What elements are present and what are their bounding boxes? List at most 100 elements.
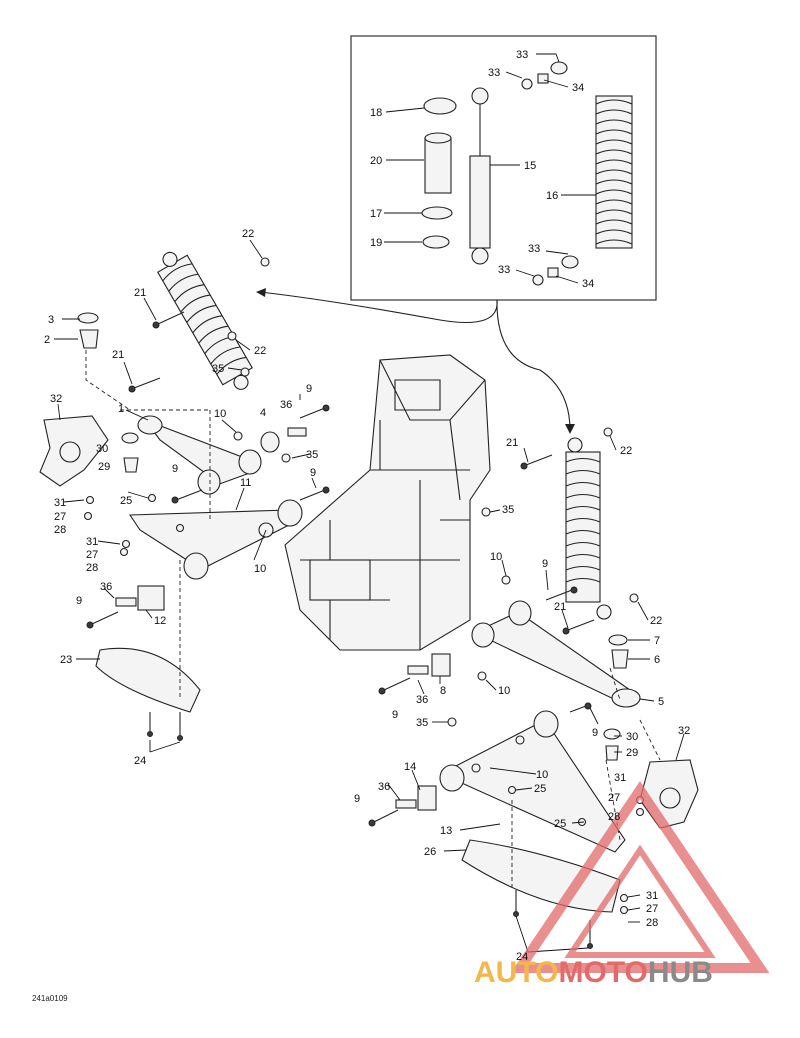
label-26: 26 bbox=[424, 846, 436, 858]
label-12: 12 bbox=[154, 615, 166, 627]
label-14: 14 bbox=[404, 761, 416, 773]
label-31: 31 bbox=[86, 536, 98, 548]
label-11: 11 bbox=[240, 477, 251, 489]
watermark-logo-triangle bbox=[510, 781, 770, 973]
label-21: 21 bbox=[554, 601, 566, 613]
right-upper-a-arm bbox=[407, 600, 641, 708]
label-10: 10 bbox=[254, 563, 266, 575]
sleeve bbox=[424, 137, 452, 194]
label-28: 28 bbox=[86, 562, 98, 574]
vehicle-frame bbox=[284, 354, 491, 651]
label-27: 27 bbox=[608, 792, 620, 804]
label-32: 32 bbox=[678, 725, 690, 737]
label-22: 22 bbox=[650, 615, 662, 627]
label-21: 21 bbox=[506, 437, 518, 449]
label-33: 33 bbox=[488, 67, 500, 79]
left-lower-a-arm bbox=[115, 499, 303, 611]
pointer-arrow-left bbox=[259, 291, 498, 324]
label-22: 22 bbox=[242, 228, 254, 240]
pointer-arrow-right bbox=[496, 299, 571, 431]
nuts bbox=[83, 257, 645, 915]
label-23: 23 bbox=[60, 654, 72, 666]
stopper bbox=[422, 235, 450, 249]
guide-lines bbox=[85, 350, 661, 890]
spring-seat bbox=[423, 97, 457, 115]
label-9: 9 bbox=[306, 383, 312, 395]
label-27: 27 bbox=[86, 549, 98, 561]
label-27: 27 bbox=[646, 903, 658, 915]
label-33: 33 bbox=[516, 49, 528, 61]
label-25: 25 bbox=[534, 783, 546, 795]
label-35: 35 bbox=[502, 504, 514, 516]
label-31: 31 bbox=[646, 890, 658, 902]
label-16: 16 bbox=[546, 190, 558, 202]
watermark-part-hub: HUB bbox=[647, 956, 713, 989]
part-labels: 33 33 34 18 20 15 16 17 19 33 33 34 22 2… bbox=[44, 49, 690, 963]
label-35: 35 bbox=[416, 717, 428, 729]
label-21: 21 bbox=[134, 287, 146, 299]
label-35: 35 bbox=[306, 449, 318, 461]
label-27: 27 bbox=[54, 511, 66, 523]
label-32: 32 bbox=[50, 393, 62, 405]
label-36: 36 bbox=[100, 581, 112, 593]
label-3: 3 bbox=[48, 314, 54, 326]
label-10: 10 bbox=[498, 685, 510, 697]
left-skid-plate bbox=[95, 647, 201, 713]
label-9: 9 bbox=[76, 595, 82, 607]
watermark-part-auto: AUTO bbox=[474, 956, 559, 989]
label-34: 34 bbox=[582, 278, 594, 290]
shock-absorber-inset bbox=[350, 35, 657, 301]
label-20: 20 bbox=[370, 155, 382, 167]
label-7: 7 bbox=[654, 635, 660, 647]
label-1: 1 bbox=[118, 403, 124, 415]
label-17: 17 bbox=[370, 208, 382, 220]
label-21: 21 bbox=[112, 349, 124, 361]
label-33: 33 bbox=[528, 243, 540, 255]
shock-absorber bbox=[469, 87, 491, 265]
label-30: 30 bbox=[96, 443, 108, 455]
label-29: 29 bbox=[98, 461, 110, 473]
label-10: 10 bbox=[536, 769, 548, 781]
label-25: 25 bbox=[120, 495, 132, 507]
label-4: 4 bbox=[260, 407, 266, 419]
label-31: 31 bbox=[614, 772, 626, 784]
label-28: 28 bbox=[646, 917, 658, 929]
label-24: 24 bbox=[516, 951, 528, 963]
figure-code: 241a0109 bbox=[32, 994, 68, 1003]
bolts bbox=[86, 311, 595, 949]
label-28: 28 bbox=[608, 811, 620, 823]
label-9: 9 bbox=[592, 727, 598, 739]
watermark-logo: AUTOMOTOHUB bbox=[474, 956, 713, 990]
label-9: 9 bbox=[172, 463, 178, 475]
right-lower-a-arm bbox=[395, 710, 626, 853]
label-9: 9 bbox=[310, 467, 316, 479]
label-36: 36 bbox=[416, 694, 428, 706]
inset-frame bbox=[350, 35, 657, 301]
label-18: 18 bbox=[370, 107, 382, 119]
label-29: 29 bbox=[626, 747, 638, 759]
label-31: 31 bbox=[54, 497, 66, 509]
label-22: 22 bbox=[254, 345, 266, 357]
label-30: 30 bbox=[626, 731, 638, 743]
label-24: 24 bbox=[134, 755, 146, 767]
watermark-part-moto: MOTO bbox=[558, 956, 648, 989]
label-28: 28 bbox=[54, 524, 66, 536]
ring bbox=[421, 206, 453, 220]
left-shock-assembly bbox=[157, 251, 253, 390]
label-leaders bbox=[54, 53, 685, 953]
label-15: 15 bbox=[524, 160, 536, 172]
label-25: 25 bbox=[554, 818, 566, 830]
label-36: 36 bbox=[280, 399, 292, 411]
left-upper-a-arm bbox=[137, 415, 307, 495]
label-2: 2 bbox=[44, 334, 50, 346]
label-34: 34 bbox=[572, 82, 584, 94]
label-9: 9 bbox=[354, 793, 360, 805]
coil-spring bbox=[595, 95, 633, 249]
label-36: 36 bbox=[378, 781, 390, 793]
right-skid-plate bbox=[461, 839, 621, 913]
label-8: 8 bbox=[440, 685, 446, 697]
label-35: 35 bbox=[212, 363, 224, 375]
label-10: 10 bbox=[214, 408, 226, 420]
label-9: 9 bbox=[392, 709, 398, 721]
